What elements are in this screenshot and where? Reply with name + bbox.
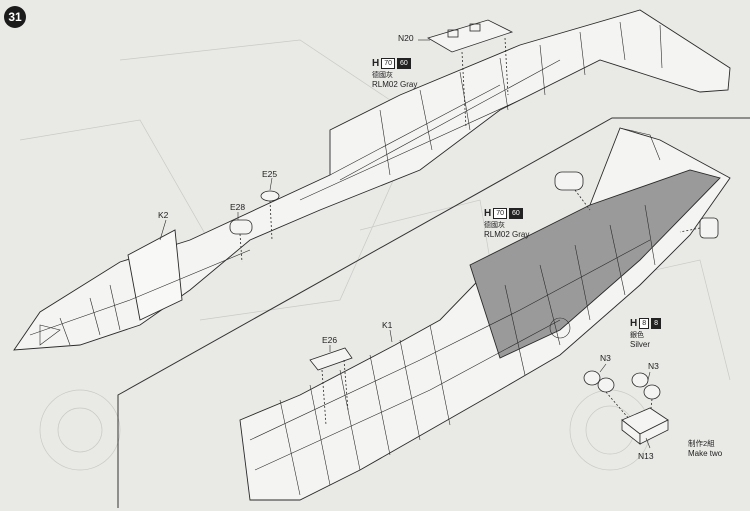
part-label-n3-right: N3 — [648, 361, 659, 371]
paint-name-en: RLM02 Gray — [372, 80, 418, 89]
part-label-k1: K1 — [382, 320, 393, 330]
part-label-e25: E25 — [262, 169, 278, 179]
paint-code-alt: 8 — [651, 318, 662, 329]
paint-code: 70 — [493, 208, 508, 219]
make-two-note-en: Make two — [688, 449, 723, 458]
part-n13 — [621, 407, 669, 445]
paint-code: 8 — [639, 318, 650, 329]
paint-code: 70 — [381, 58, 396, 69]
part-e28 — [229, 219, 253, 263]
paint-code-alt: 60 — [509, 208, 523, 219]
paint-name-cn: 德國灰 — [372, 72, 393, 79]
part-label-n13: N13 — [638, 451, 654, 461]
paint-name-cn: 德國灰 — [484, 222, 505, 229]
part-n3-cylinders — [583, 370, 661, 421]
paint-prefix: H — [630, 318, 638, 329]
paint-name-en: Silver — [630, 340, 651, 349]
paint-name-en: RLM02 Gray — [484, 230, 530, 239]
paint-code-alt: 60 — [397, 58, 411, 69]
part-e26 — [309, 347, 353, 426]
upper-fuselage-half — [13, 9, 731, 351]
paint-name-cn: 銀色 — [630, 332, 644, 339]
part-cylinder-top — [554, 171, 591, 211]
frame-line — [117, 117, 750, 508]
part-label-e26: E26 — [322, 335, 338, 345]
part-label-k2: K2 — [158, 210, 169, 220]
part-label-e28: E28 — [230, 202, 246, 212]
paint-prefix: H — [372, 58, 380, 69]
paint-prefix: H — [484, 208, 492, 219]
lower-fuselage-half — [239, 127, 731, 501]
leader-lines — [159, 39, 651, 449]
part-side-bracket — [679, 217, 719, 239]
gray-painted-area — [469, 169, 721, 359]
make-two-note-cn: 制作2組 — [688, 439, 715, 448]
part-n20 — [427, 19, 514, 129]
part-label-n3-left: N3 — [600, 353, 611, 363]
part-label-n20: N20 — [398, 33, 414, 43]
step-number-badge: 31 — [4, 6, 26, 28]
part-e25 — [260, 190, 280, 241]
